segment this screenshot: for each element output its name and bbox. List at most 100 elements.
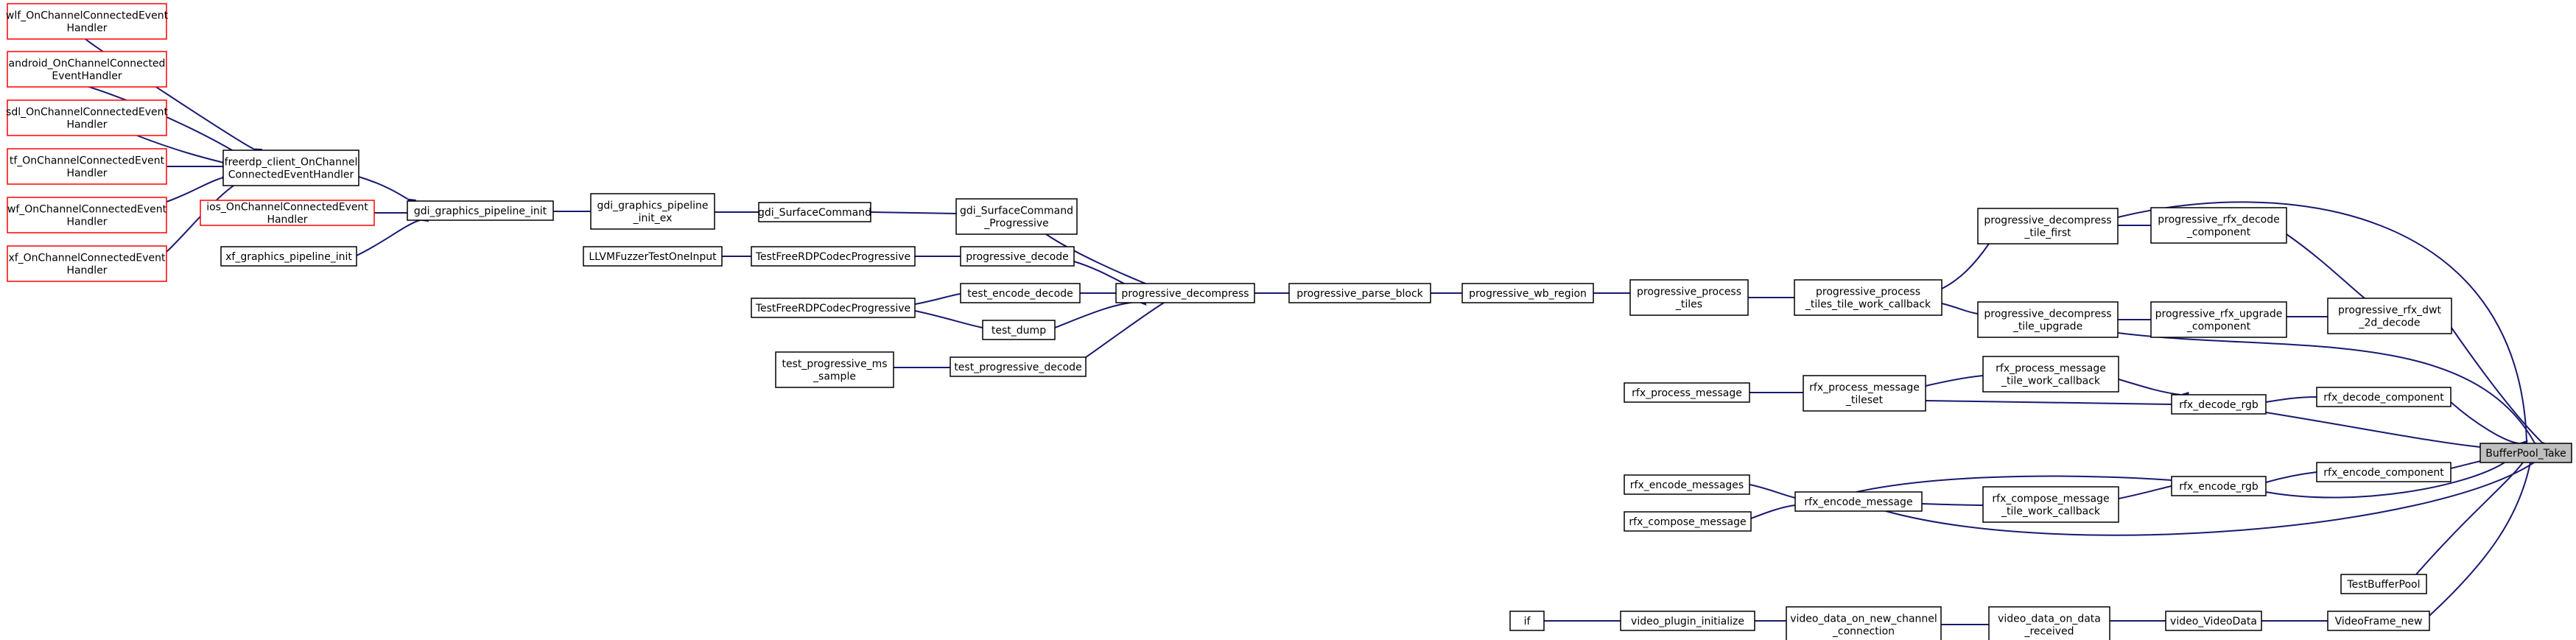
node-vid_vd[interactable]: video_VideoData (2165, 611, 2262, 631)
node-label: gdi_graphics_pipeline_init (414, 205, 547, 217)
node-label: TestBufferPool (2346, 579, 2420, 591)
node-rfx_ems[interactable]: rfx_encode_messages (1624, 474, 1750, 495)
node-box (1982, 486, 2119, 523)
call-edge-rfx_cm-to-rfx_em (1750, 505, 1795, 519)
call-edge-rfx_cmtw-to-rfx_ergb (2118, 486, 2172, 499)
node-box (960, 283, 1081, 303)
node-box (2150, 301, 2287, 338)
node-box (2327, 298, 2452, 334)
node-bpt[interactable]: BufferPool_Take (2480, 443, 2572, 463)
node-test_encode_decode[interactable]: test_encode_decode (960, 283, 1081, 303)
node-llvm[interactable]: LLVMFuzzerTestOneInput (583, 246, 723, 267)
node-label: progressive_process (1637, 286, 1741, 298)
node-label: test_progressive_ms (782, 359, 887, 370)
node-freerdp_client[interactable]: freerdp_client_OnChannelConnectedEventHa… (222, 150, 359, 186)
node-box (775, 351, 894, 388)
node-label: rfx_process_message (1996, 363, 2106, 375)
call-edge-xf_gpi-to-gdi_gpi (356, 220, 420, 256)
node-prog_parse[interactable]: progressive_parse_block (1288, 283, 1431, 303)
call-edge-rfx_em-to-bpt (1885, 463, 2534, 536)
node-label: _component (2186, 227, 2251, 239)
node-box (1288, 283, 1431, 303)
node-label: rfx_decode_component (2323, 392, 2444, 404)
node-label: progressive_rfx_upgrade (2155, 309, 2283, 320)
node-gdi_sc[interactable]: gdi_SurfaceCommand (758, 202, 871, 222)
node-prog_rfx_dwt[interactable]: progressive_rfx_dwt_2d_decode (2327, 298, 2452, 334)
node-test_prog_decode[interactable]: test_progressive_decode (950, 356, 1087, 377)
node-label: gdi_SurfaceCommand (960, 205, 1073, 217)
node-rfx_em[interactable]: rfx_encode_message (1794, 491, 1923, 512)
call-edge-rfx_drgb-to-bpt (2265, 412, 2480, 447)
node-rfx_pm[interactable]: rfx_process_message (1624, 382, 1750, 403)
node-box (1794, 491, 1923, 512)
node-gdi_gpi_ex[interactable]: gdi_graphics_pipeline_init_ex (590, 193, 715, 230)
node-prog_dtu[interactable]: progressive_decompress_tile_upgrade (1977, 301, 2119, 338)
node-label: rfx_encode_messages (1630, 479, 1744, 491)
node-vid_if[interactable]: if (1509, 611, 1545, 631)
node-box (1115, 283, 1255, 303)
node-prog_decompress[interactable]: progressive_decompress (1115, 283, 1255, 303)
node-vid_nc[interactable]: video_data_on_new_channel_connection (1786, 606, 1942, 640)
node-prog_decode[interactable]: progressive_decode (960, 246, 1075, 267)
call-edge-tbp-to-bpt (2415, 463, 2523, 575)
node-rfx_cm[interactable]: rfx_compose_message (1624, 511, 1752, 532)
call-edge-freerdp_client-to-gdi_gpi (358, 176, 407, 199)
node-tbp[interactable]: TestBufferPool (2340, 574, 2427, 594)
node-rfx_cmtw[interactable]: rfx_compose_message_tile_work_callback (1982, 486, 2119, 523)
call-edge-gdi_sc-to-gdi_scp (870, 212, 956, 214)
node-label: wf_OnChannelConnectedEvent (7, 204, 167, 216)
node-label: _tile_work_callback (2001, 506, 2101, 518)
node-label: _tile_work_callback (2001, 376, 2101, 387)
node-rfx_ec[interactable]: rfx_encode_component (2316, 462, 2452, 482)
node-box (982, 320, 1056, 340)
node-label: rfx_process_message (1809, 382, 1920, 394)
node-rfx_dc[interactable]: rfx_decode_component (2316, 387, 2452, 407)
call-edge-prog_rfx_dc-to-prog_rfx_dwt (2286, 233, 2365, 298)
node-label: _2d_decode (2358, 317, 2420, 329)
node-test_dump[interactable]: test_dump (982, 320, 1056, 340)
node-box (960, 246, 1075, 267)
node-tfp1[interactable]: TestFreeRDPCodecProgressive (751, 246, 916, 267)
call-edge-rfx_em-to-rfx_ergb (1856, 475, 2172, 493)
node-gdi_gpi[interactable]: gdi_graphics_pipeline_init (407, 200, 554, 221)
node-vid_pi[interactable]: video_plugin_initialize (1620, 611, 1755, 631)
call-edge-wf-to-freerdp_client (166, 178, 221, 203)
call-edge-prog_pt_cb-to-prog_dtf (1941, 244, 1989, 289)
node-box (1509, 611, 1545, 631)
call-edge-rfx_dc-to-bpt (2450, 401, 2519, 443)
call-edge-test_prog_decode-to-prog_decompress (1082, 303, 1164, 360)
node-box (1977, 208, 2119, 245)
node-box (1982, 356, 2119, 393)
node-rfx_ergb[interactable]: rfx_encode_rgb (2171, 476, 2267, 496)
node-label: rfx_process_message (1632, 387, 1742, 399)
node-test_pms[interactable]: test_progressive_ms_sample (775, 351, 894, 388)
node-prog_dtf[interactable]: progressive_decompress_tile_first (1977, 208, 2119, 245)
node-vid_dr[interactable]: video_data_on_data_received (1988, 606, 2110, 640)
node-rfx_pmtw[interactable]: rfx_process_message_tile_work_callback (1982, 356, 2119, 393)
call-edges (85, 38, 2541, 625)
node-box (7, 197, 167, 233)
node-prog_pt_cb[interactable]: progressive_process_tiles_tile_work_call… (1794, 279, 1942, 316)
node-label: video_data_on_data (1998, 613, 2101, 625)
node-prog_wb[interactable]: progressive_wb_region (1461, 283, 1594, 303)
node-vid_fn[interactable]: VideoFrame_new (2327, 611, 2430, 631)
node-prog_rfx_uc[interactable]: progressive_rfx_upgrade_component (2150, 301, 2287, 338)
node-tfp2[interactable]: TestFreeRDPCodecProgressive (751, 298, 916, 318)
node-xf_gpi[interactable]: xf_graphics_pipeline_init (220, 246, 357, 267)
node-label: progressive_wb_region (1469, 288, 1587, 300)
node-box (220, 246, 357, 267)
node-gdi_scp[interactable]: gdi_SurfaceCommand_Progressive (955, 198, 1078, 235)
node-label: rfx_compose_message (1992, 493, 2109, 505)
node-box (2340, 574, 2427, 594)
node-prog_pt[interactable]: progressive_process_tiles (1629, 279, 1749, 316)
node-rfx_drgb[interactable]: rfx_decode_rgb (2171, 394, 2267, 415)
node-prog_rfx_dc[interactable]: progressive_rfx_decode_component (2150, 207, 2287, 244)
node-rfx_pmt[interactable]: rfx_process_message_tileset (1803, 375, 1926, 412)
